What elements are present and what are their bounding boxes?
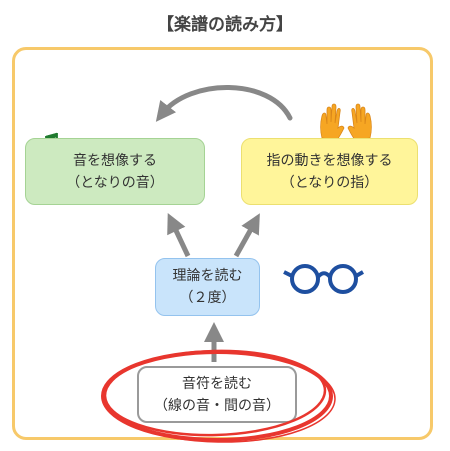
node-read-theory: 理論を読む （２度） [155,258,260,316]
node-read-notes: 音符を読む （線の音・間の音） [137,366,297,423]
arrow-theory-to-sound [167,212,191,258]
node-imagine-finger-line1: 指の動きを想像する [266,152,393,169]
node-imagine-finger-line2: （となりの指） [280,174,379,191]
node-imagine-finger: 指の動きを想像する （となりの指） [241,138,418,205]
node-imagine-sound: 音を想像する （となりの音） [25,138,205,205]
node-imagine-sound-line2: （となりの音） [66,174,164,191]
node-read-notes-line2: （線の音・間の音） [154,397,280,414]
node-read-theory-line2: （２度） [179,290,236,306]
node-read-notes-line1: 音符を読む [182,375,252,392]
node-read-theory-line1: 理論を読む [172,268,243,284]
arrow-theory-to-finger [233,213,260,258]
node-imagine-sound-line1: 音を想像する [73,152,157,169]
curved-arrow-finger-to-sound [155,85,293,122]
diagram-title: 【楽譜の読み方】 [157,15,293,35]
